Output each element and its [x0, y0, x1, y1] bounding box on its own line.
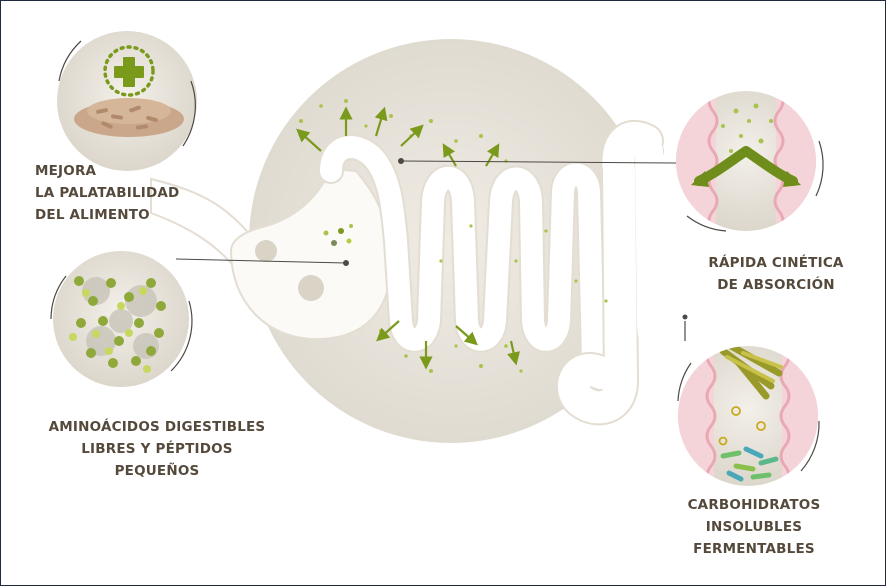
- amino-acids-line-2: LIBRES Y PÉPTIDOS: [81, 441, 233, 457]
- connector-lines: [175, 160, 678, 264]
- absorption-label: RÁPIDA CINÉTICA DE ABSORCIÓN: [701, 252, 851, 296]
- carbohydrates-line-3: FERMENTABLES: [693, 541, 815, 557]
- carbohydrates-label: CARBOHIDRATOS INSOLUBLES FERMENTABLES: [659, 494, 849, 560]
- palatability-line-1: MEJORA: [35, 163, 97, 179]
- carbohydrates-line-1: CARBOHIDRATOS: [687, 497, 821, 513]
- palatability-line-3: DEL ALIMENTO: [35, 207, 150, 223]
- amino-acids-line-1: AMINOÁCIDOS DIGESTIBLES: [48, 419, 266, 435]
- palatability-line-2: LA PALATABILIDAD: [35, 185, 180, 201]
- absorption-arrows: [296, 106, 521, 370]
- amino-acids-label: AMINOÁCIDOS DIGESTIBLES LIBRES Y PÉPTIDO…: [41, 416, 273, 482]
- carbohydrates-line-2: INSOLUBLES: [705, 519, 803, 535]
- palatability-label: MEJORA LA PALATABILIDAD DEL ALIMENTO: [35, 160, 179, 226]
- amino-acids-line-3: PEQUEÑOS: [114, 463, 200, 479]
- stomach-particles: [255, 224, 353, 301]
- absorption-line-1: RÁPIDA CINÉTICA: [708, 255, 844, 271]
- absorption-line-2: DE ABSORCIÓN: [717, 277, 835, 293]
- inset-fermentation: [677, 321, 820, 486]
- plus-icon: [114, 57, 144, 87]
- inset-absorption: [676, 91, 824, 232]
- inset-peptides: [50, 251, 193, 387]
- inset-palatability: [57, 31, 197, 171]
